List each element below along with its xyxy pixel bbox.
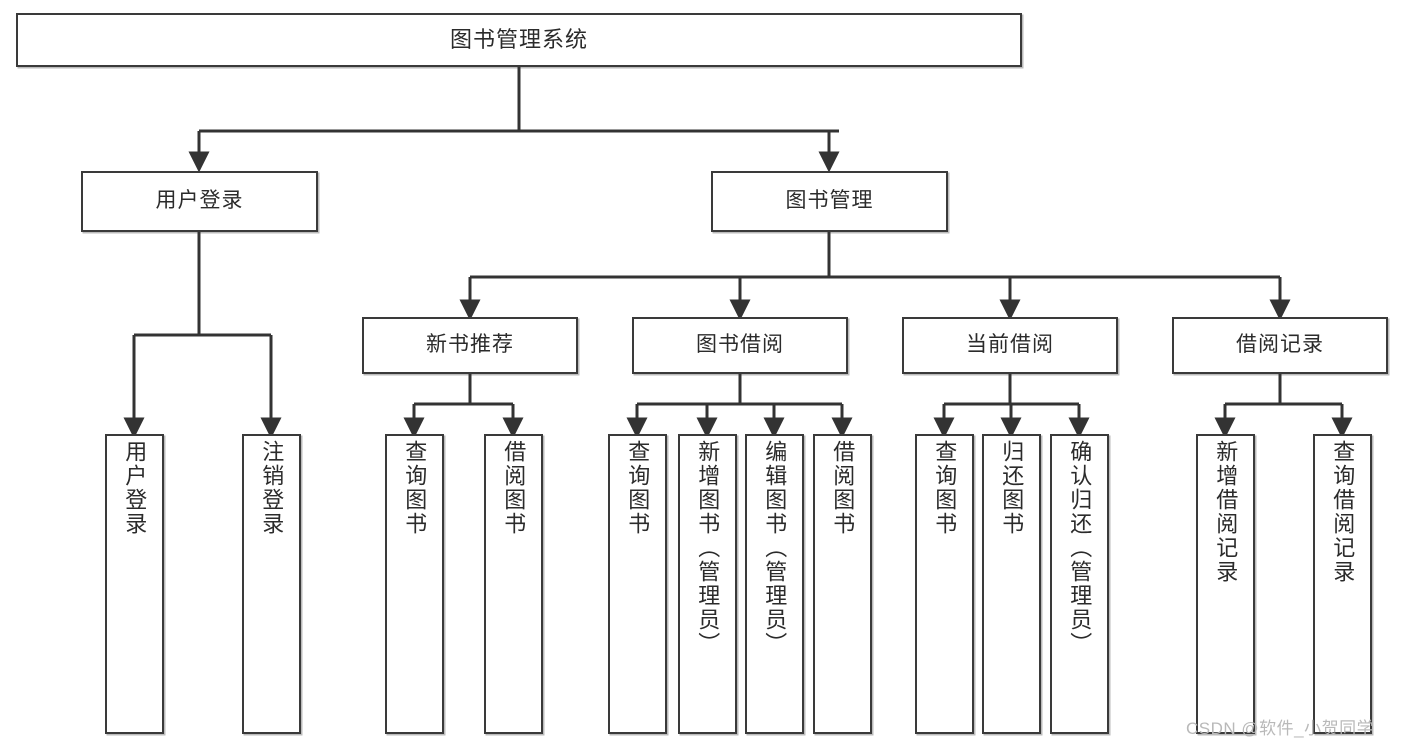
node-label: 新增借阅记录 xyxy=(1213,440,1239,584)
node-label: 注销登录 xyxy=(259,440,285,536)
node-label: 当前借阅 xyxy=(966,333,1054,357)
leaf-query-borrow-record[interactable]: 查询借阅记录 xyxy=(1313,434,1372,734)
node-new-book-recommend[interactable]: 新书推荐 xyxy=(362,317,578,374)
leaf-confirm-return-admin[interactable]: 确认归还（管理员） xyxy=(1050,434,1109,734)
node-root-book-management-system[interactable]: 图书管理系统 xyxy=(16,13,1022,67)
node-label: 确认归还（管理员） xyxy=(1067,440,1093,656)
node-label: 归还图书 xyxy=(999,440,1025,536)
leaf-user-logout[interactable]: 注销登录 xyxy=(242,434,301,734)
node-book-management[interactable]: 图书管理 xyxy=(711,171,948,232)
node-borrow-record[interactable]: 借阅记录 xyxy=(1172,317,1388,374)
node-user-login[interactable]: 用户登录 xyxy=(81,171,318,232)
watermark: CSDN @软件_小贺同学 xyxy=(1186,719,1375,738)
leaf-return-book[interactable]: 归还图书 xyxy=(982,434,1041,734)
node-label: 查询借阅记录 xyxy=(1330,440,1356,584)
node-label: 用户登录 xyxy=(122,440,148,536)
node-label: 查询图书 xyxy=(932,440,958,536)
leaf-query-book-borrow[interactable]: 查询图书 xyxy=(608,434,667,734)
leaf-borrow-book[interactable]: 借阅图书 xyxy=(813,434,872,734)
node-current-borrow[interactable]: 当前借阅 xyxy=(902,317,1118,374)
leaf-query-book-current[interactable]: 查询图书 xyxy=(915,434,974,734)
node-label: 查询图书 xyxy=(402,440,428,536)
node-label: 图书管理系统 xyxy=(449,27,588,53)
node-label: 借阅图书 xyxy=(501,440,527,536)
node-label: 查询图书 xyxy=(625,440,651,536)
leaf-add-borrow-record[interactable]: 新增借阅记录 xyxy=(1196,434,1255,734)
leaf-edit-book-admin[interactable]: 编辑图书（管理员） xyxy=(745,434,804,734)
node-book-borrow[interactable]: 图书借阅 xyxy=(632,317,848,374)
node-label: 用户登录 xyxy=(155,189,244,213)
leaf-query-book-recommend[interactable]: 查询图书 xyxy=(385,434,444,734)
node-label: 图书管理 xyxy=(785,189,874,213)
leaf-add-book-admin[interactable]: 新增图书（管理员） xyxy=(678,434,737,734)
leaf-user-login[interactable]: 用户登录 xyxy=(105,434,164,734)
node-label: 编辑图书（管理员） xyxy=(762,440,788,656)
node-label: 借阅图书 xyxy=(830,440,856,536)
node-label: 新书推荐 xyxy=(426,333,514,357)
node-label: 图书借阅 xyxy=(696,333,784,357)
node-label: 新增图书（管理员） xyxy=(695,440,721,656)
leaf-borrow-book-recommend[interactable]: 借阅图书 xyxy=(484,434,543,734)
node-label: 借阅记录 xyxy=(1236,333,1324,357)
